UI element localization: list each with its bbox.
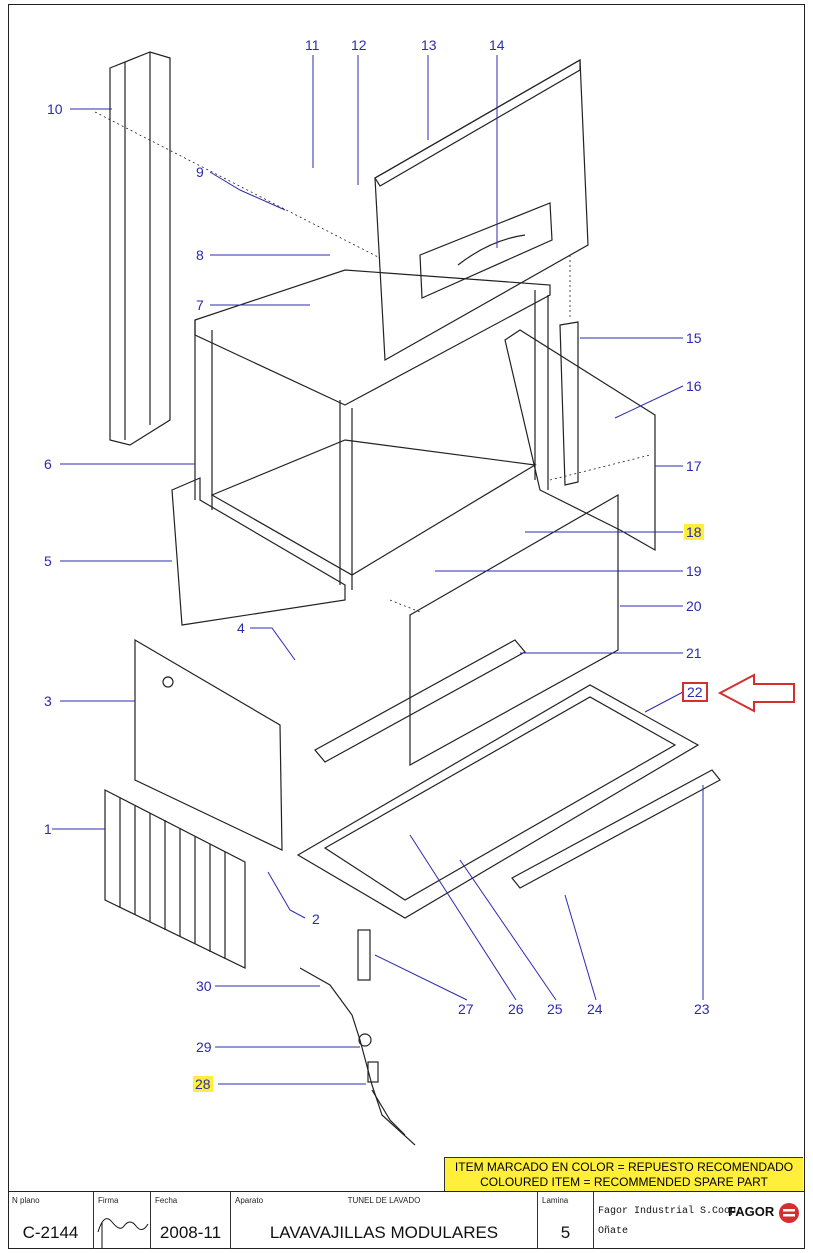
part-13-door: [374, 58, 589, 361]
callout-27: 27: [458, 1001, 474, 1017]
callout-6: 6: [44, 456, 52, 472]
part-21-rail: [314, 639, 526, 763]
part-6-main-frame: [194, 269, 551, 590]
legend-line-en: COLOURED ITEM = RECOMMENDED SPARE PART: [480, 1175, 768, 1189]
callout-3: 3: [44, 693, 52, 709]
callout-30: 30: [196, 978, 212, 994]
aparato-cell: Aparato TUNEL DE LAVADO LAVAVAJILLAS MOD…: [231, 1192, 538, 1249]
company-cell: Fagor Industrial S.Coop. Oñate FAGOR: [594, 1192, 805, 1249]
callout-19: 19: [686, 563, 702, 579]
plan-cell: N plano C-2144: [8, 1192, 94, 1249]
firma-cell: Firma: [94, 1192, 151, 1249]
plan-number: C-2144: [22, 1223, 79, 1242]
part-23-rail: [511, 769, 721, 889]
plan-caption: N plano: [12, 1196, 40, 1205]
callout-2: 2: [312, 911, 320, 927]
part-1-curtain: [104, 789, 246, 969]
callout-10: 10: [47, 101, 63, 117]
callout-7: 7: [196, 297, 204, 313]
firma-caption: Firma: [98, 1196, 119, 1205]
callout-18: 18: [684, 524, 704, 540]
callout-12: 12: [351, 37, 367, 53]
fagor-logo-text: FAGOR: [728, 1204, 775, 1219]
callout-8: 8: [196, 247, 204, 263]
part-10-side-post: [109, 51, 171, 446]
callout-1: 1: [44, 821, 52, 837]
drawing-sheet-border: [8, 4, 805, 1249]
callout-22: 22: [682, 682, 708, 702]
part-5-side-panel: [171, 477, 346, 626]
fecha-cell: Fecha 2008-11: [151, 1192, 231, 1249]
callout-16: 16: [686, 378, 702, 394]
part-3-panel: [134, 638, 283, 851]
callout-15: 15: [686, 330, 702, 346]
fecha-caption: Fecha: [155, 1196, 178, 1205]
legend-line-es: ITEM MARCADO EN COLOR = REPUESTO RECOMEN…: [454, 1160, 794, 1174]
callout-13: 13: [421, 37, 437, 53]
lamina-caption: Lamina: [542, 1196, 569, 1205]
callout-5: 5: [44, 553, 52, 569]
callout-24: 24: [587, 1001, 603, 1017]
recommended-part-arrow: [717, 673, 795, 713]
callout-21: 21: [686, 645, 702, 661]
part-15-strip: [559, 321, 579, 486]
spare-part-legend: ITEM MARCADO EN COLOR = REPUESTO RECOMEN…: [444, 1157, 803, 1191]
part-17-side-panel: [504, 329, 656, 552]
callout-14: 14: [489, 37, 505, 53]
callout-29: 29: [196, 1039, 212, 1055]
callout-23: 23: [694, 1001, 710, 1017]
part-20-front-panel: [409, 493, 619, 767]
callout-9: 9: [196, 164, 204, 180]
aparato-value: LAVAVAJILLAS MODULARES: [269, 1223, 499, 1242]
aparato-header: TUNEL DE LAVADO: [347, 1196, 421, 1205]
company-name: Fagor Industrial S.Coop.: [598, 1206, 743, 1217]
callout-20: 20: [686, 598, 702, 614]
lamina-cell: Lamina 5: [538, 1192, 594, 1249]
callout-17: 17: [686, 458, 702, 474]
aparato-caption: Aparato: [235, 1196, 264, 1205]
part-30-wiring: [299, 967, 416, 1146]
title-block: N plano C-2144 Firma Fecha 2008-11 Apara…: [8, 1191, 805, 1249]
callout-26: 26: [508, 1001, 524, 1017]
lamina-value: 5: [560, 1223, 571, 1242]
callout-11: 11: [305, 37, 320, 53]
fecha-value: 2008-11: [159, 1223, 222, 1242]
fagor-logo-icon: [779, 1203, 799, 1223]
callout-25: 25: [547, 1001, 563, 1017]
signature-image: [97, 1218, 149, 1248]
part-22-base-frame: [296, 684, 700, 919]
company-city: Oñate: [598, 1226, 629, 1237]
callout-4: 4: [237, 620, 245, 636]
callout-28: 28: [193, 1076, 213, 1092]
